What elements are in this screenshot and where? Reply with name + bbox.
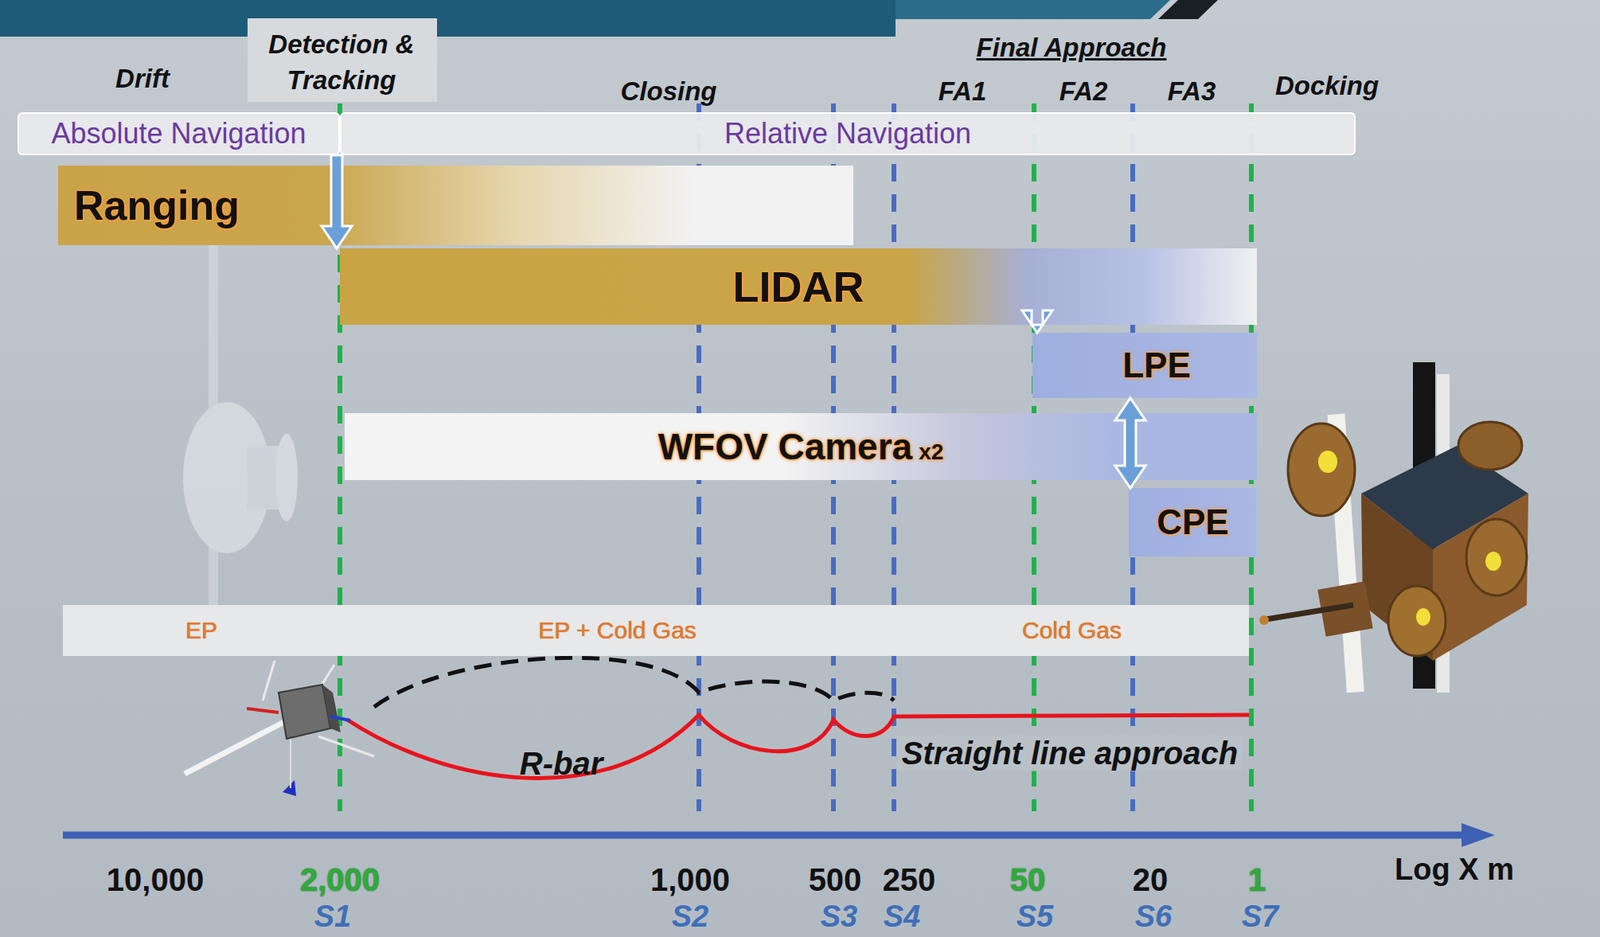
node-sub-label: x2 [918, 428, 944, 465]
distance-value: 1 [1248, 862, 1266, 898]
phase-label: Detection & Tracking [249, 27, 434, 98]
distance-value: 20 [1132, 862, 1169, 898]
handover-arrow [1115, 398, 1146, 488]
sensor-bar: CPE [1128, 487, 1257, 557]
chaser-spacecraft [184, 660, 375, 797]
node-label: Ranging [74, 181, 240, 230]
station-label: S4 [883, 899, 921, 934]
propulsion-band: Cold Gas [894, 604, 1249, 656]
handover-arrow [321, 155, 352, 249]
phase-label: Docking [1275, 70, 1379, 102]
trajectory-label: Straight line approach [897, 735, 1243, 772]
navigation-band: Relative Navigation [339, 112, 1356, 156]
propulsion-band: EP [62, 604, 340, 656]
station-label: S6 [1135, 899, 1172, 934]
node-label: Absolute Navigation [50, 117, 306, 151]
phase-label: Drift [115, 63, 170, 94]
node-label: Cold Gas [1022, 616, 1122, 644]
node-label: CPE [1156, 502, 1229, 543]
handover-arrow [1022, 310, 1053, 333]
distance-value: 2,000 [300, 862, 380, 898]
dashed-trajectory [374, 657, 894, 707]
distance-value: 250 [882, 862, 937, 898]
station-label: S1 [314, 899, 352, 934]
phase-label: Closing [620, 76, 718, 107]
distance-value: 10,000 [106, 862, 204, 898]
node-label: WFOV Camera [658, 425, 914, 469]
axis-label: Log X m [1394, 852, 1515, 887]
red-trajectory [347, 714, 1249, 779]
phase-tab [247, 18, 438, 102]
background-satellite [183, 238, 298, 613]
sensor-bar: LIDAR [339, 248, 1257, 325]
node-label: EP [185, 616, 218, 644]
node-label: EP + Cold Gas [538, 616, 697, 644]
station-label: S2 [671, 899, 709, 934]
distance-value: 50 [1010, 862, 1046, 898]
station-label: S7 [1241, 899, 1279, 934]
axis [62, 831, 1465, 840]
station-label: S3 [820, 899, 858, 934]
sensor-bar: Ranging [58, 165, 854, 246]
distance-value: 500 [808, 862, 863, 898]
node-label: Relative Navigation [724, 117, 972, 151]
stripe [1158, 0, 1218, 20]
trajectory-label: R-bar [519, 745, 603, 782]
node-label: LPE [1122, 345, 1191, 386]
distance-value: 1,000 [650, 862, 730, 898]
station-label: S5 [1016, 899, 1054, 934]
sensor-bar: LPE [1032, 332, 1257, 399]
propulsion-band: EP + Cold Gas [339, 604, 895, 656]
phase-label: FA2 [1059, 76, 1109, 107]
phase-label: Final Approach [976, 32, 1167, 63]
axis-head [1461, 823, 1495, 847]
target-satellite [1259, 362, 1529, 693]
navigation-band: Absolute Navigation [17, 112, 340, 156]
node-label: LIDAR [733, 261, 865, 312]
top-band [0, 0, 896, 37]
phase-label: FA1 [938, 76, 988, 107]
phase-label: FA3 [1167, 76, 1217, 107]
